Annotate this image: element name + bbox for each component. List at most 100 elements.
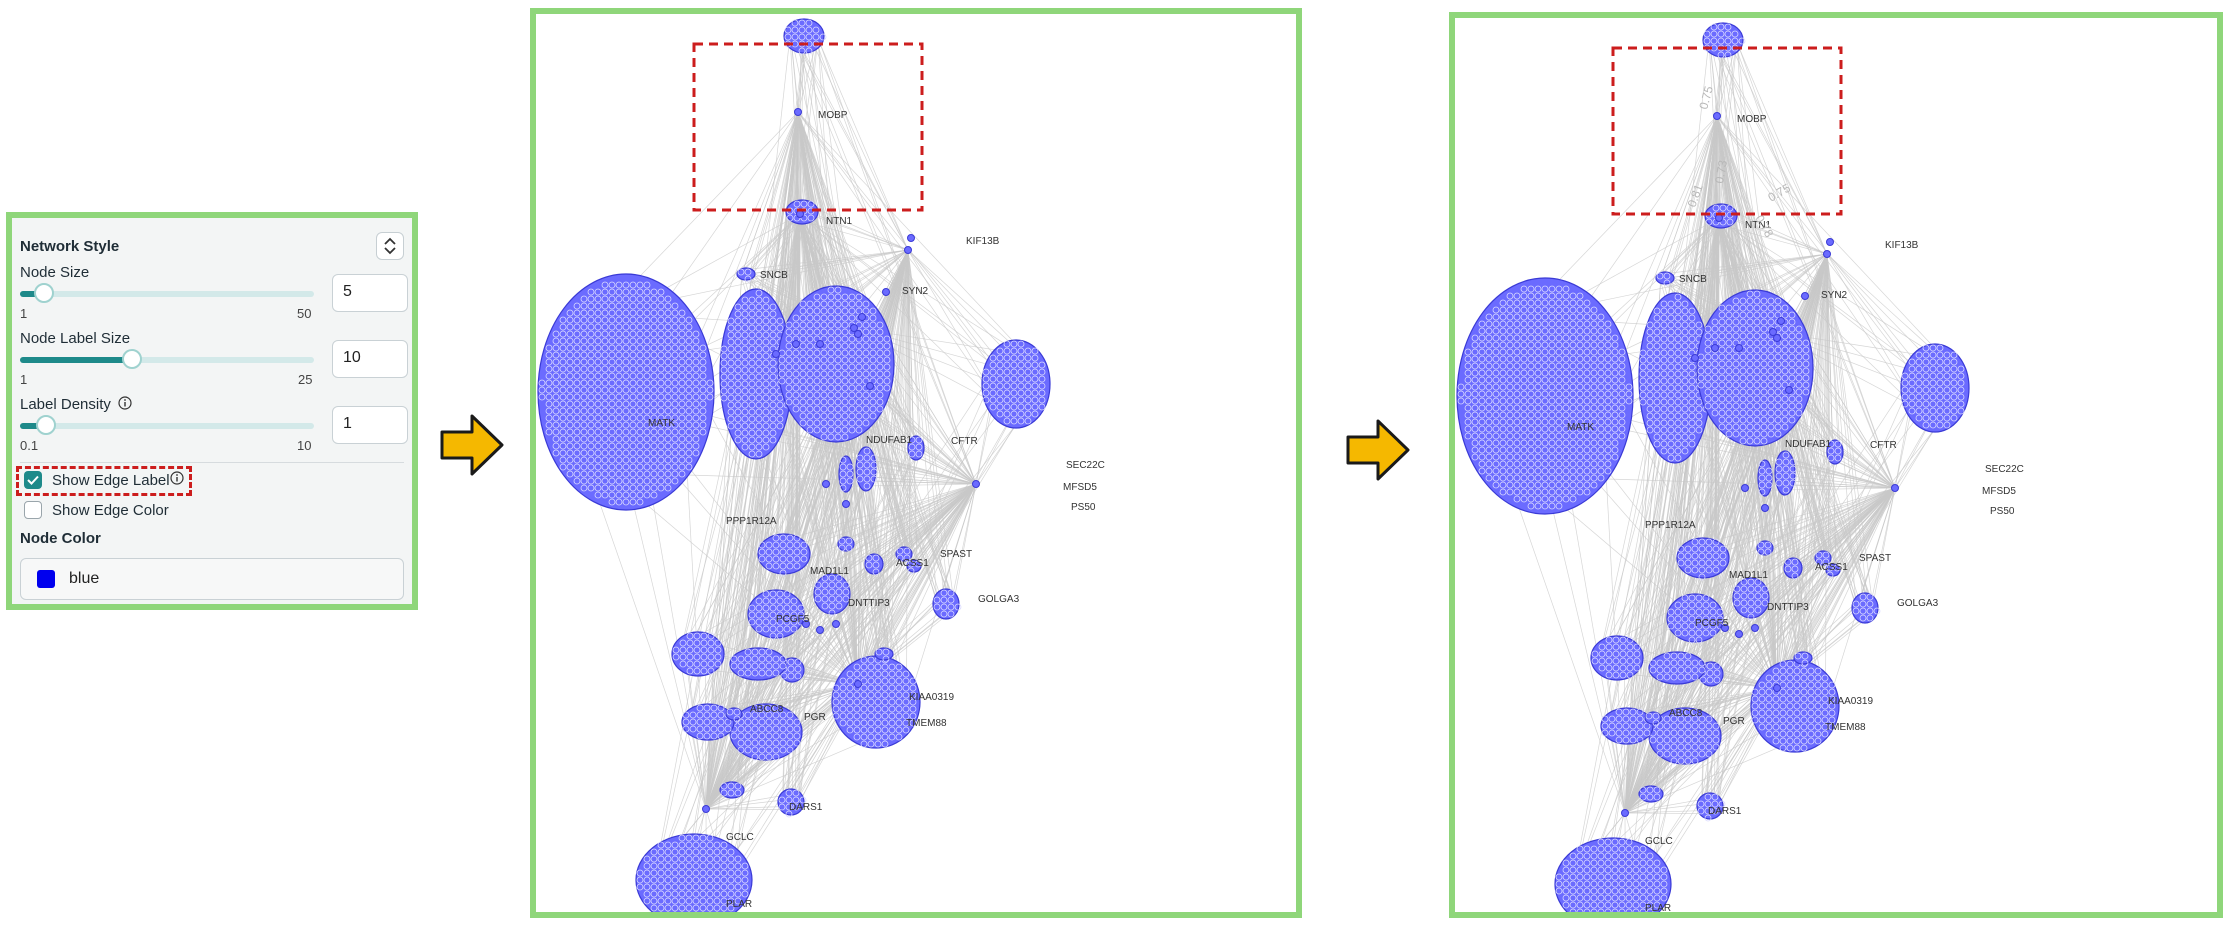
node	[1688, 594, 1696, 602]
node-size-input[interactable]: 5	[332, 274, 408, 312]
node[interactable]	[816, 626, 824, 634]
node	[734, 855, 742, 863]
node[interactable]	[866, 382, 874, 390]
node	[881, 698, 889, 706]
node[interactable]	[832, 620, 840, 628]
node	[1534, 404, 1542, 412]
node	[1024, 389, 1032, 397]
node[interactable]	[854, 330, 862, 338]
node[interactable]	[772, 350, 780, 358]
node-cluster[interactable]	[831, 655, 921, 749]
node	[1788, 374, 1796, 382]
node[interactable]	[904, 246, 912, 254]
node	[778, 370, 786, 378]
node	[1471, 446, 1479, 454]
info-icon[interactable]	[170, 471, 184, 485]
node-cluster[interactable]	[1702, 22, 1744, 58]
node-cluster[interactable]	[864, 553, 884, 575]
node[interactable]	[854, 680, 862, 688]
node	[1681, 398, 1689, 406]
node-color-picker[interactable]: blue	[20, 558, 404, 600]
node	[1660, 314, 1668, 322]
node[interactable]	[802, 620, 810, 628]
node	[1492, 334, 1500, 342]
node[interactable]	[792, 340, 800, 348]
node[interactable]	[882, 288, 890, 296]
node-cluster[interactable]	[1750, 659, 1840, 753]
label-density-slider[interactable]	[20, 415, 314, 435]
node	[1541, 481, 1549, 489]
node[interactable]	[842, 500, 850, 508]
node[interactable]	[816, 340, 824, 348]
node	[1681, 391, 1689, 399]
label-density-slider-thumb[interactable]	[36, 415, 57, 435]
node	[706, 379, 714, 387]
node-label-size-slider-thumb[interactable]	[121, 349, 142, 369]
node	[664, 890, 672, 898]
node-cluster[interactable]	[895, 546, 913, 562]
node	[1625, 880, 1633, 888]
node[interactable]	[858, 313, 866, 321]
node	[888, 691, 896, 699]
node	[828, 588, 836, 596]
node[interactable]	[794, 108, 802, 116]
node	[1795, 346, 1803, 354]
node	[608, 323, 616, 331]
node	[870, 475, 878, 483]
node-size-slider[interactable]	[20, 283, 314, 303]
node	[1739, 360, 1747, 368]
node[interactable]	[822, 480, 830, 488]
node	[1795, 381, 1803, 389]
node	[1024, 417, 1032, 425]
node	[867, 719, 875, 727]
collapse-button[interactable]	[376, 232, 404, 260]
network-graph[interactable]: MOBPNTN1KIF13BSNCBSYN2MATKCFTRNDUFAB1SEC…	[536, 14, 1296, 912]
node	[827, 405, 835, 413]
node[interactable]	[850, 324, 858, 332]
node	[1695, 419, 1703, 427]
node	[860, 740, 868, 748]
node-label-size-input[interactable]: 10	[332, 340, 408, 378]
node	[1590, 894, 1598, 902]
node	[1667, 377, 1675, 385]
node	[908, 450, 916, 458]
node	[580, 456, 588, 464]
node-cluster[interactable]	[813, 573, 851, 615]
node	[1555, 292, 1563, 300]
node	[727, 345, 735, 353]
node	[1038, 382, 1046, 390]
node	[587, 386, 595, 394]
show-edge-color-checkbox[interactable]	[24, 501, 42, 519]
node	[1464, 390, 1472, 398]
node-label-size-slider[interactable]	[20, 349, 314, 369]
node-cluster[interactable]	[837, 536, 855, 552]
node	[762, 338, 770, 346]
node	[737, 746, 745, 754]
node	[834, 419, 842, 427]
node-cluster[interactable]	[783, 18, 825, 54]
node[interactable]	[702, 805, 710, 813]
node	[734, 303, 742, 311]
node	[1718, 388, 1726, 396]
node-color-swatch	[37, 570, 55, 588]
node[interactable]	[972, 480, 980, 488]
node	[744, 268, 752, 276]
show-edge-label-checkbox[interactable]	[24, 471, 42, 489]
node-label: GOLGA3	[978, 594, 1020, 605]
node	[1632, 859, 1640, 867]
node	[799, 356, 807, 364]
node	[1513, 306, 1521, 314]
node	[615, 484, 623, 492]
node[interactable]	[907, 234, 915, 242]
node-size-slider-thumb[interactable]	[33, 283, 54, 303]
network-graph[interactable]: MOBPNTN1KIF13BSNCBSYN2MATKCFTRNDUFAB1SEC…	[1455, 18, 2217, 912]
node	[748, 324, 756, 332]
label-density-input[interactable]: 1	[332, 406, 408, 444]
node	[1711, 353, 1719, 361]
node[interactable]	[796, 210, 804, 218]
node	[1555, 880, 1563, 888]
info-icon[interactable]	[118, 396, 132, 410]
node	[1781, 325, 1789, 333]
node	[1031, 382, 1039, 390]
node	[1471, 404, 1479, 412]
